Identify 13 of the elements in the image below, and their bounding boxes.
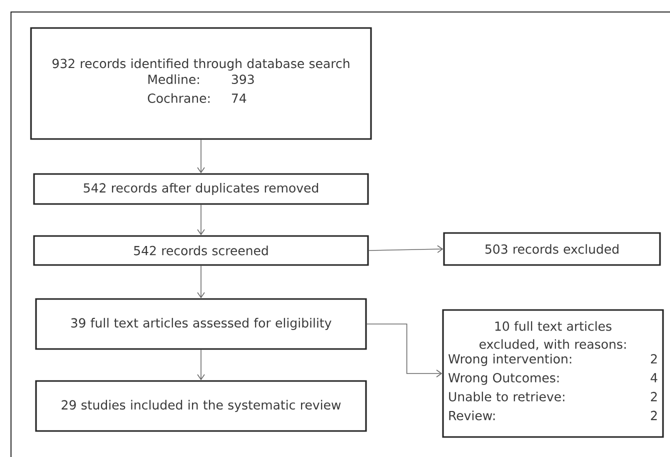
arrow xyxy=(366,324,442,378)
arrow xyxy=(197,349,205,380)
arrow xyxy=(197,204,205,236)
exclusion-box: 10 full text articles excluded, with reasons: Wrong intervention: 2 Wrong Outcomes: 4 Unable to retrieve: 2 Review: 2 xyxy=(442,309,664,438)
arrow xyxy=(368,245,444,254)
process-box: 39 full text articles assessed for eligibility xyxy=(35,298,367,350)
process-box: 932 records identified through database search Medline: 393 Cochrane: 74 xyxy=(30,27,372,140)
process-box: 29 studies included in the systematic review xyxy=(35,380,367,432)
exclusion-box: 503 records excluded xyxy=(443,232,661,266)
arrow xyxy=(197,265,205,298)
process-box: 542 records screened xyxy=(33,235,369,266)
process-box: 542 records after duplicates removed xyxy=(33,173,369,205)
arrow xyxy=(197,139,205,174)
